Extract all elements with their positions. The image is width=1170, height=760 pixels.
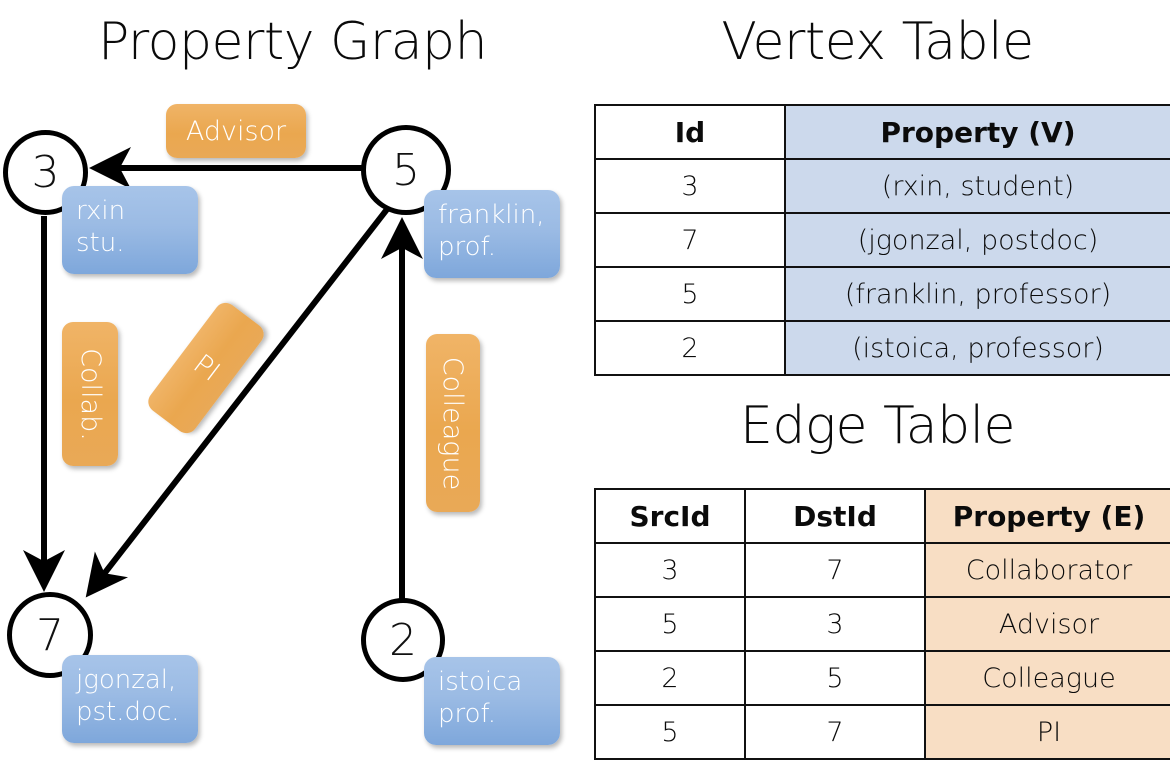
table-row: 7 (jgonzal, postdoc)	[594, 212, 1170, 268]
vertex-cell-property: (franklin, professor)	[784, 266, 1170, 322]
graph-edge-arrows	[23, 147, 423, 612]
vertex-table-col-property: Property (V)	[784, 104, 1170, 160]
table-row: 2 5 Colleague	[594, 650, 1170, 706]
edge-table-col-property: Property (E)	[924, 488, 1170, 544]
vertex-cell-id: 3	[594, 158, 786, 214]
edge-cell-srcid: 5	[594, 596, 746, 652]
edge-cell-property: Colleague	[924, 650, 1170, 706]
edge-cell-srcid: 2	[594, 650, 746, 706]
page-title-edge-table: Edge Table	[739, 396, 1016, 456]
edge-table-col-srcid: SrcId	[594, 488, 746, 544]
edge-cell-property: Advisor	[924, 596, 1170, 652]
table-row: 5 7 PI	[594, 704, 1170, 760]
page-title-vertex-table: Vertex Table	[721, 12, 1034, 72]
table-row: 5 (franklin, professor)	[594, 266, 1170, 322]
vertex-table-col-id: Id	[594, 104, 786, 160]
vertex-node-5[interactable]: 5	[361, 125, 451, 215]
vertex-node-2[interactable]: 2	[361, 598, 445, 682]
edge-cell-dstid: 3	[744, 596, 926, 652]
vertex-cell-id: 7	[594, 212, 786, 268]
vertex-cell-property: (jgonzal, postdoc)	[784, 212, 1170, 268]
vertex-cell-id: 5	[594, 266, 786, 322]
vertex-table: Id Property (V) 3 (rxin, student) 7 (jgo…	[594, 104, 1170, 376]
vertex-property-box-franklin: franklin, prof.	[424, 190, 560, 278]
edge-cell-srcid: 3	[594, 542, 746, 598]
edge-label-colleague: Colleague	[426, 334, 480, 512]
vertex-cell-property: (rxin, student)	[784, 158, 1170, 214]
edge-cell-srcid: 5	[594, 704, 746, 760]
edge-cell-property: PI	[924, 704, 1170, 760]
edge-table-col-dstid: DstId	[744, 488, 926, 544]
edge-label-advisor: Advisor	[166, 104, 306, 158]
edge-label-collab: Collab.	[62, 322, 118, 466]
table-row: 3 (rxin, student)	[594, 158, 1170, 214]
edge-arrow-5-to-7	[85, 206, 391, 598]
vertex-cell-property: (istoica, professor)	[784, 320, 1170, 376]
edge-cell-dstid: 7	[744, 542, 926, 598]
table-row: 3 7 Collaborator	[594, 542, 1170, 598]
table-row: 5 3 Advisor	[594, 596, 1170, 652]
table-row: 2 (istoica, professor)	[594, 320, 1170, 376]
vertex-table-header-row: Id Property (V)	[594, 104, 1170, 160]
edge-label-colleague-text: Colleague	[437, 356, 469, 490]
edge-label-pi-text: PI	[186, 348, 226, 388]
edge-cell-dstid: 5	[744, 650, 926, 706]
edge-cell-dstid: 7	[744, 704, 926, 760]
edge-table: SrcId DstId Property (E) 3 7 Collaborato…	[594, 488, 1170, 760]
edge-label-collab-text: Collab.	[74, 347, 106, 441]
edge-cell-property: Collaborator	[924, 542, 1170, 598]
vertex-property-box-istoica: istoica prof.	[424, 657, 560, 745]
vertex-property-box-jgonzal: jgonzal, pst.doc.	[62, 655, 198, 743]
property-graph-diagram: 3 5 7 2 rxin stu. franklin, prof. jgonza…	[3, 104, 560, 745]
page-title-property-graph: Property Graph	[97, 12, 488, 72]
vertex-cell-id: 2	[594, 320, 786, 376]
edge-table-header-row: SrcId DstId Property (E)	[594, 488, 1170, 544]
vertex-property-box-rxin: rxin stu.	[62, 186, 198, 274]
